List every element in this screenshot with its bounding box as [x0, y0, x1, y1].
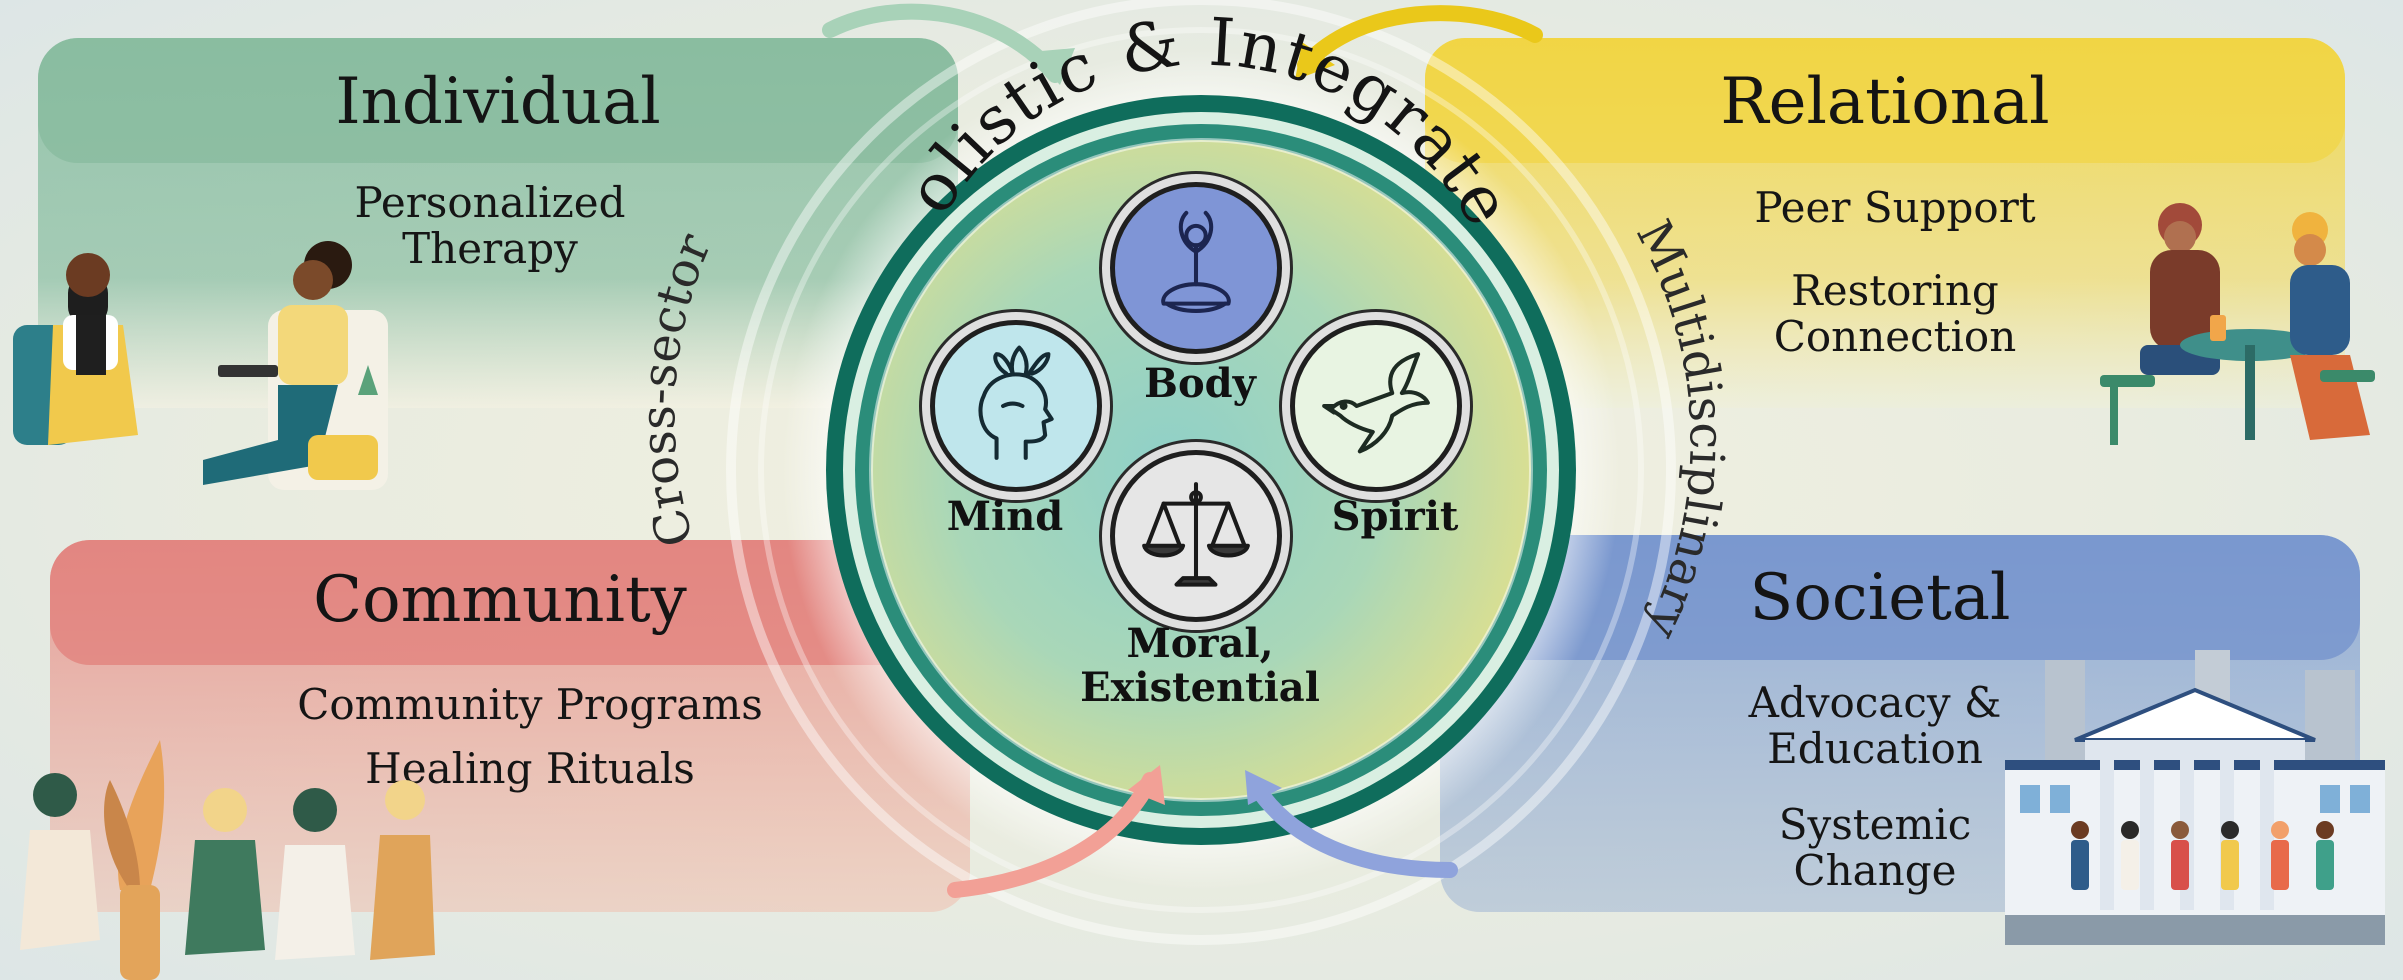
scales-of-justice-icon: [1142, 482, 1250, 587]
relational-panel-bg: [1425, 38, 2345, 408]
societal-item-advocacy: Advocacy & Education: [1710, 680, 2040, 772]
arrow-relational-to-center: [1297, 5, 1543, 73]
spirit-emblem: [1290, 320, 1462, 492]
societal-title: Societal: [1749, 561, 2011, 635]
mind-label: Mind: [946, 493, 1064, 540]
societal-item2-line2: Change: [1793, 846, 1957, 895]
community-item-programs: Community Programs: [297, 680, 763, 729]
head-lotus-icon: [978, 345, 1054, 460]
relational-title: Relational: [1720, 65, 2050, 139]
societal-item-systemic: Systemic Change: [1710, 802, 2040, 894]
relational-item-restoring: Restoring Connection: [1700, 268, 2090, 360]
societal-item1-line2: Education: [1767, 724, 1983, 773]
community-title: Community: [313, 563, 687, 637]
healing-circle-illustration: [20, 740, 435, 980]
individual-item-therapy: Personalized Therapy: [300, 180, 680, 272]
therapy-session-illustration: [13, 241, 388, 490]
individual-item-line2: Therapy: [402, 224, 578, 273]
relational-item-peer-support: Peer Support: [1754, 183, 2036, 232]
moral-existential-label: Moral, Existential: [1080, 622, 1320, 710]
dove-icon: [1322, 352, 1430, 454]
societal-item2-line1: Systemic: [1778, 800, 1972, 849]
peer-support-illustration: [2100, 203, 2375, 445]
individual-title: Individual: [335, 65, 661, 139]
yoga-meditation-icon: [1161, 210, 1231, 313]
moral-emblem: [1110, 450, 1282, 622]
community-panel-bg: [50, 540, 970, 912]
body-label: Body: [1144, 360, 1256, 407]
spirit-label: Spirit: [1331, 493, 1459, 540]
individual-item-line1: Personalized: [354, 178, 626, 227]
arrow-societal-to-center: [1247, 777, 1458, 878]
societal-item1-line1: Advocacy &: [1748, 678, 2002, 727]
outer-ring: [726, 0, 1676, 945]
mind-emblem: [930, 320, 1102, 492]
community-item-rituals: Healing Rituals: [365, 744, 695, 793]
individual-panel-bg: [38, 38, 958, 408]
body-emblem: [1110, 182, 1282, 354]
relational-item2-line2: Connection: [1773, 312, 2017, 361]
existential-label: Existential: [1080, 664, 1320, 711]
moral-label: Moral,: [1126, 620, 1274, 667]
relational-item2-line1: Restoring: [1791, 266, 1999, 315]
courthouse-illustration: [2005, 650, 2385, 945]
arrow-community-to-center: [947, 772, 1158, 898]
